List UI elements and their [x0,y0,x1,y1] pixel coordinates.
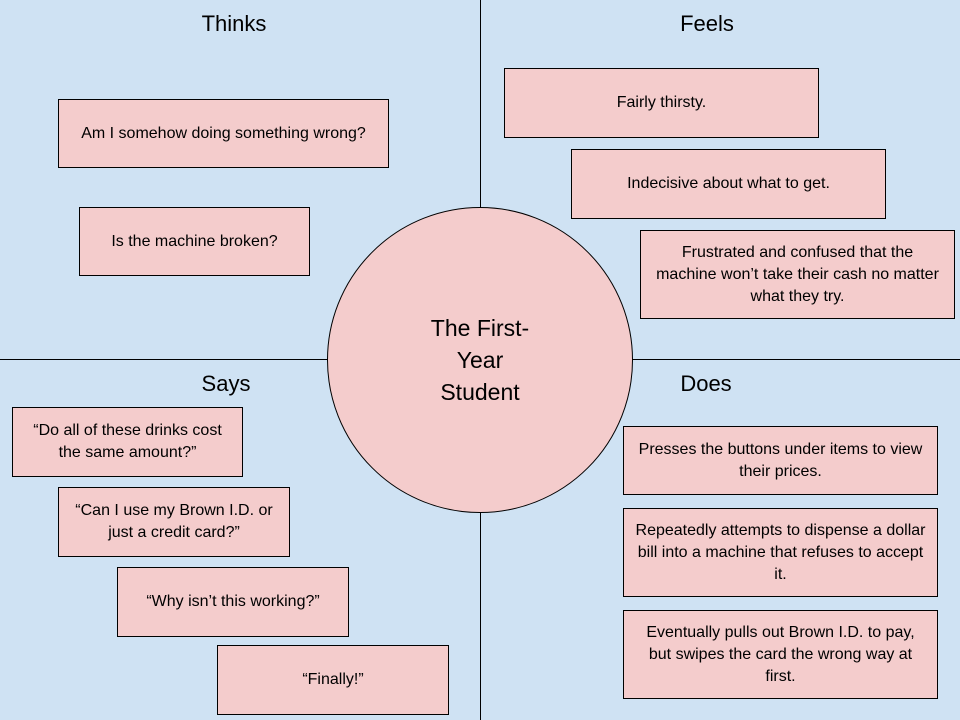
says-title: Says [201,371,251,396]
does-title: Does [680,371,732,396]
does-note: Presses the buttons under items to view … [623,426,938,495]
feels-note: Indecisive about what to get. [571,149,886,219]
thinks-note: Is the machine broken? [79,207,310,276]
says-note: “Can I use my Brown I.D. or just a credi… [58,487,290,557]
does-note: Eventually pulls out Brown I.D. to pay, … [623,610,938,699]
thinks-note: Am I somehow doing something wrong? [58,99,389,168]
says-note: “Finally!” [217,645,449,715]
persona-label: The First-Year Student [430,315,530,405]
feels-title: Feels [680,11,734,36]
says-note: “Why isn’t this working?” [117,567,349,637]
feels-note: Frustrated and confused that the machine… [640,230,955,319]
thinks-title: Thinks [201,11,267,36]
persona-circle: The First-Year Student [327,207,633,513]
says-note: “Do all of these drinks cost the same am… [12,407,243,477]
does-note: Repeatedly attempts to dispense a dollar… [623,508,938,597]
feels-note: Fairly thirsty. [504,68,819,138]
